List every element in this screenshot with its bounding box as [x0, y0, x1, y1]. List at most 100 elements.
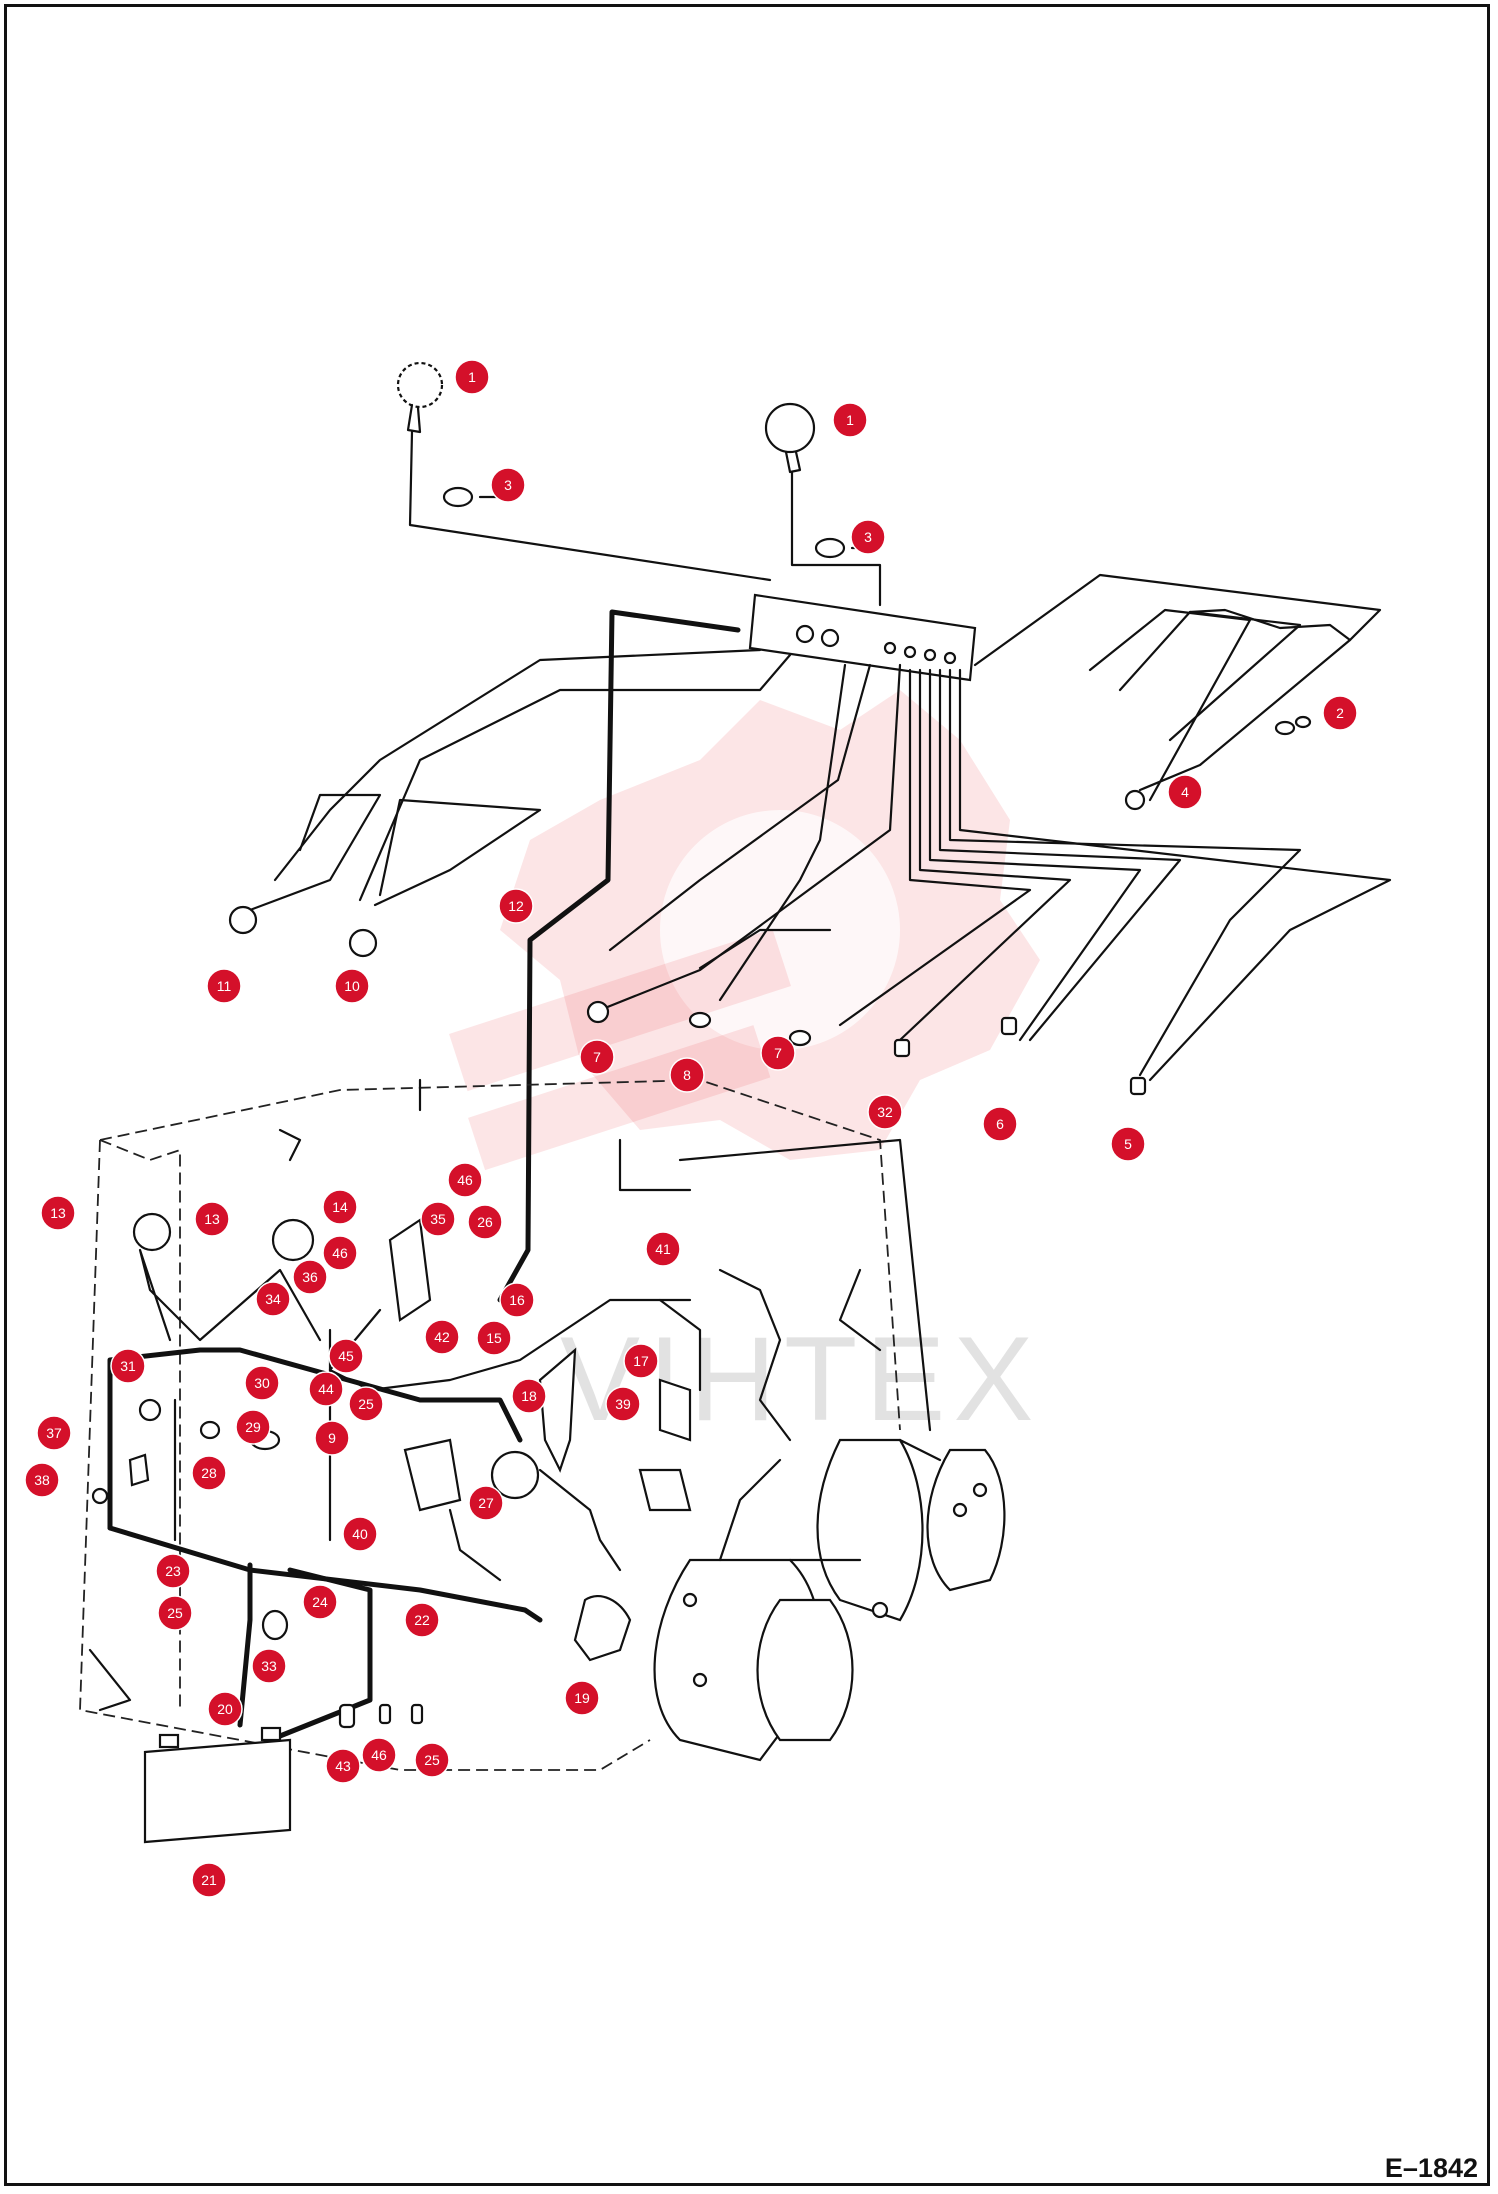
callout-bubble [414, 1742, 450, 1778]
callout-38: 38 [24, 1462, 60, 1498]
main-cable [497, 609, 741, 1303]
callout-5: 5 [1110, 1126, 1146, 1162]
callout-bubble [1167, 774, 1203, 810]
callout-bubble [424, 1319, 460, 1355]
callout-number: 16 [509, 1292, 525, 1308]
callout-bubble [404, 1602, 440, 1638]
callout-bubble [467, 1204, 503, 1240]
axle-hubs [653, 1268, 1006, 1762]
callout-number: 14 [332, 1199, 348, 1215]
callout-bubble [564, 1680, 600, 1716]
callout-number: 46 [457, 1172, 473, 1188]
callout-bubble [194, 1201, 230, 1237]
callout-3: 3 [490, 467, 526, 503]
callout-number: 1 [846, 412, 854, 428]
callout-16: 16 [499, 1282, 535, 1318]
callout-number: 3 [864, 529, 872, 545]
callout-number: 41 [655, 1241, 671, 1257]
callout-number: 43 [335, 1758, 351, 1774]
callout-17: 17 [623, 1343, 659, 1379]
callout-number: 46 [371, 1747, 387, 1763]
callout-24: 24 [302, 1584, 338, 1620]
callout-number: 29 [245, 1419, 261, 1435]
callout-41: 41 [645, 1231, 681, 1267]
callout-bubble [110, 1348, 146, 1384]
callout-number: 31 [120, 1358, 136, 1374]
callout-bubble [476, 1320, 512, 1356]
callout-number: 45 [338, 1348, 354, 1364]
callout-number: 38 [34, 1472, 50, 1488]
callout-number: 4 [1181, 784, 1189, 800]
callout-number: 7 [774, 1045, 782, 1061]
callout-bubble [1110, 1126, 1146, 1162]
callout-13: 13 [40, 1195, 76, 1231]
callout-number: 25 [167, 1605, 183, 1621]
callout-number: 44 [318, 1381, 334, 1397]
callout-number: 7 [593, 1049, 601, 1065]
callout-14: 14 [322, 1189, 358, 1225]
callout-bubble [207, 1691, 243, 1727]
callout-bubble [760, 1035, 796, 1071]
callout-6: 6 [982, 1106, 1018, 1142]
callout-bubble [447, 1162, 483, 1198]
callout-number: 26 [477, 1214, 493, 1230]
callout-4: 4 [1167, 774, 1203, 810]
callout-21: 21 [191, 1862, 227, 1898]
callout-number: 37 [46, 1425, 62, 1441]
figure-code: E–1842 [1384, 2153, 1478, 2183]
callout-bubble [36, 1415, 72, 1451]
battery-hardware [338, 1703, 424, 1729]
callout-number: 20 [217, 1701, 233, 1717]
callout-number: 11 [217, 978, 232, 994]
callout-bubble [328, 1338, 364, 1374]
callout-bubble [308, 1371, 344, 1407]
callout-number: 30 [254, 1375, 270, 1391]
callout-18: 18 [511, 1378, 547, 1414]
callout-number: 22 [414, 1612, 430, 1628]
callout-number: 19 [574, 1690, 590, 1706]
callout-bubble [348, 1386, 384, 1422]
callout-7: 7 [760, 1035, 796, 1071]
callout-32: 32 [867, 1094, 903, 1130]
callout-bubble [244, 1365, 280, 1401]
callout-7: 7 [579, 1039, 615, 1075]
callout-number: 42 [434, 1329, 450, 1345]
callout-37: 37 [36, 1415, 72, 1451]
watermark-text: VIHTEX [560, 1312, 1041, 1446]
callout-bubble [499, 1282, 535, 1318]
callout-bubble [511, 1378, 547, 1414]
callout-10: 10 [334, 968, 370, 1004]
callout-bubble [420, 1201, 456, 1237]
callout-bubble [235, 1409, 271, 1445]
callout-12: 12 [498, 888, 534, 924]
callout-27: 27 [468, 1485, 504, 1521]
callout-45: 45 [328, 1338, 364, 1374]
callout-33: 33 [251, 1648, 287, 1684]
callout-2: 2 [1322, 695, 1358, 731]
callout-number: 24 [312, 1594, 328, 1610]
callout-9: 9 [314, 1420, 350, 1456]
callout-bubble [361, 1737, 397, 1773]
callout-number: 36 [302, 1269, 318, 1285]
callout-30: 30 [244, 1365, 280, 1401]
callout-15: 15 [476, 1320, 512, 1356]
callout-bubble [314, 1420, 350, 1456]
callout-bubble [454, 359, 490, 395]
callout-number: 46 [332, 1245, 348, 1261]
callout-bubble [669, 1057, 705, 1093]
callout-40: 40 [342, 1516, 378, 1552]
callout-number: 33 [261, 1658, 277, 1674]
callout-number: 32 [877, 1104, 893, 1120]
callout-25: 25 [348, 1386, 384, 1422]
callout-46: 46 [447, 1162, 483, 1198]
callout-number: 34 [265, 1291, 281, 1307]
callout-bubble [322, 1235, 358, 1271]
callout-bubble [255, 1281, 291, 1317]
callout-number: 25 [358, 1396, 374, 1412]
callout-34: 34 [255, 1281, 291, 1317]
callout-number: 15 [486, 1330, 502, 1346]
callout-25: 25 [157, 1595, 193, 1631]
callout-bubble [490, 467, 526, 503]
left-work-lights [132, 1212, 315, 1262]
